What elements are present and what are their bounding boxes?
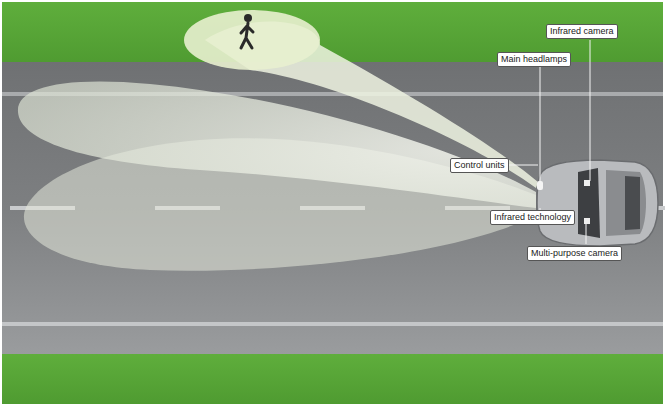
part-label: Main headlamps xyxy=(497,52,571,67)
part-label: Multi-purpose camera xyxy=(527,246,622,261)
part-label: Infrared technology xyxy=(490,210,575,225)
part-label: Infrared camera xyxy=(546,24,618,39)
part-label: Control units xyxy=(450,158,509,173)
